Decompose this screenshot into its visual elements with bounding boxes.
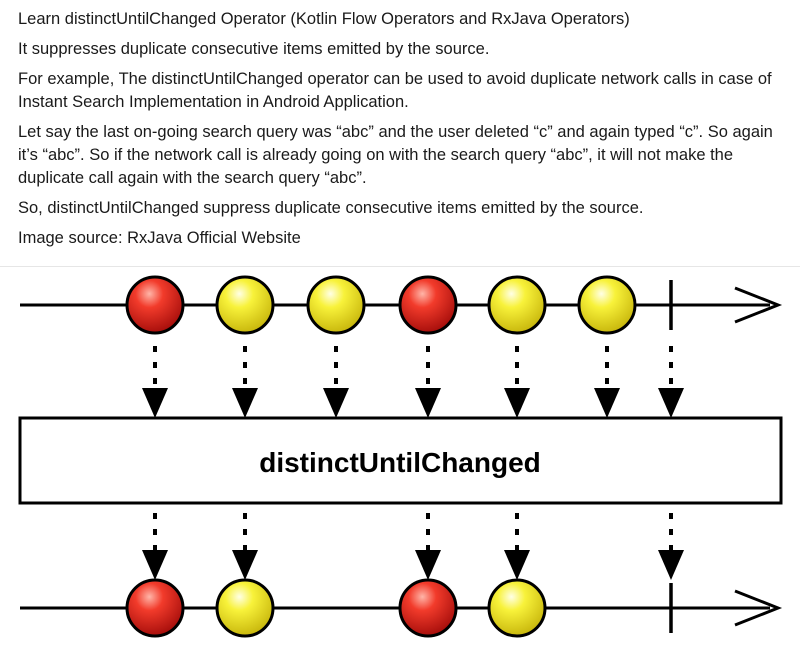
down-arrow <box>415 513 441 580</box>
down-arrow <box>594 346 620 418</box>
operator-label: distinctUntilChanged <box>259 447 541 478</box>
bottom-connectors <box>142 513 684 580</box>
down-arrow <box>504 346 530 418</box>
input-marble-yellow <box>306 275 366 335</box>
summary-paragraph: So, distinctUntilChanged suppress duplic… <box>18 199 644 217</box>
down-arrow <box>415 346 441 418</box>
down-arrow <box>232 513 258 580</box>
output-timeline-arrowhead <box>734 589 783 627</box>
example-paragraph: For example, The distinctUntilChanged op… <box>18 70 772 111</box>
input-marble-yellow <box>487 275 547 335</box>
down-arrow <box>232 346 258 418</box>
completion-down-arrow <box>658 513 684 580</box>
down-arrow <box>142 346 168 418</box>
intro-paragraph: It suppresses duplicate consecutive item… <box>18 40 490 58</box>
input-marble-yellow <box>577 275 637 335</box>
article-title: Learn distinctUntilChanged Operator (Kot… <box>18 10 630 28</box>
output-marble-yellow <box>487 578 547 638</box>
output-marbles <box>125 578 547 638</box>
input-timeline-arrowhead <box>734 286 783 324</box>
down-arrow <box>142 513 168 580</box>
divider <box>0 266 800 267</box>
input-marbles <box>125 275 637 335</box>
input-marble-yellow <box>215 275 275 335</box>
article-text: Learn distinctUntilChanged Operator (Kot… <box>18 8 788 257</box>
completion-down-arrow <box>658 346 684 418</box>
top-connectors <box>142 346 684 418</box>
input-marble-red <box>398 275 458 335</box>
output-marble-yellow <box>215 578 275 638</box>
scenario-paragraph: Let say the last on-going search query w… <box>18 123 773 187</box>
operator-box <box>18 416 783 505</box>
down-arrow <box>504 513 530 580</box>
output-marble-red <box>125 578 185 638</box>
down-arrow <box>323 346 349 418</box>
input-marble-red <box>125 275 185 335</box>
marble-diagram: distinctUntilChanged <box>18 275 783 638</box>
image-source-caption: Image source: RxJava Official Website <box>18 229 301 247</box>
output-marble-red <box>398 578 458 638</box>
